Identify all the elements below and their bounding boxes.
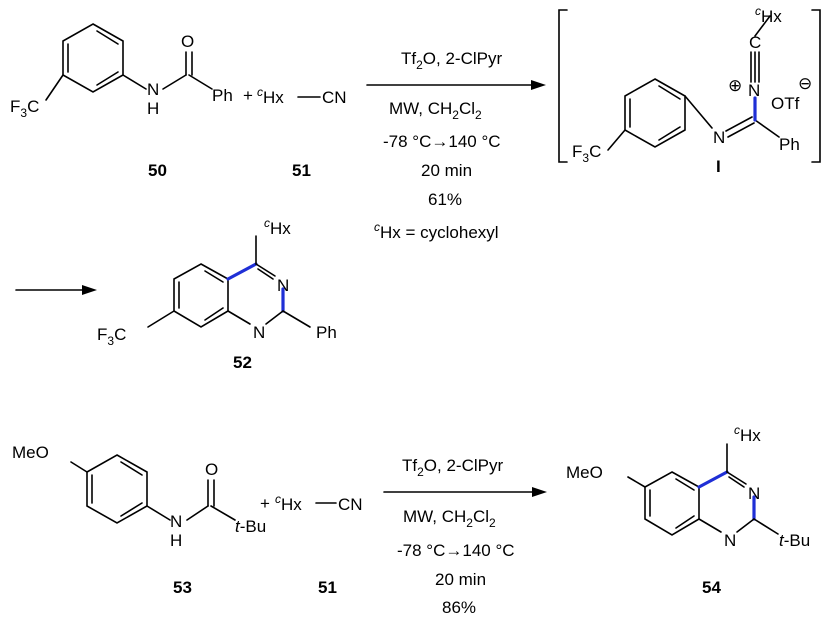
compound-52-structure	[147, 235, 311, 328]
condition-yield-1: 61%	[428, 190, 462, 209]
reaction-arrow-1	[366, 80, 546, 90]
cyclohexyl-label-intermediate: cHx	[755, 4, 782, 26]
amide-n-label-53: N	[170, 512, 182, 531]
condition-time-2: 20 min	[435, 570, 486, 589]
intermediate-brackets	[558, 9, 821, 163]
pyrimidine-n3-label-52: N	[277, 276, 289, 295]
positive-charge-symbol: ⊕	[728, 76, 742, 95]
compound-label-53: 53	[173, 578, 192, 597]
tert-butyl-label-54: t-Bu	[779, 531, 810, 550]
plus-sign-1: +	[243, 86, 253, 105]
imine-n-label-intermediate: N	[713, 128, 725, 147]
methoxy-label-54: MeO	[566, 463, 603, 482]
cyclohexyl-nitrile-51-b: cHx	[275, 492, 302, 514]
triflate-counterion-label: OTf	[771, 94, 800, 113]
amide-n-label-50: N	[147, 80, 159, 99]
cyclohexyl-label-54: cHx	[734, 423, 761, 445]
carbonyl-o-label-53: O	[205, 460, 218, 479]
condition-temperature-1: -78 °C→140 °C	[383, 132, 501, 151]
reagent-tf2o-clpyr-2: Tf2O, 2-ClPyr	[402, 456, 503, 479]
condition-temperature-2: -78 °C→140 °C	[397, 541, 515, 560]
phenyl-label-50: Ph	[212, 86, 233, 105]
condition-time-1: 20 min	[421, 161, 472, 180]
nitrile-cn-label-51-b: CN	[338, 495, 363, 514]
cf3-label-52: F3C	[97, 325, 126, 348]
intermediate-i-structure	[607, 15, 780, 151]
nitrile-cn-label-51: CN	[322, 88, 347, 107]
pyrimidine-n1-label-54: N	[724, 531, 736, 550]
condition-mw-solvent-2: MW, CH2Cl2	[403, 507, 496, 530]
pyrimidine-n3-label-54: N	[748, 484, 760, 503]
condition-yield-2: 86%	[442, 598, 476, 617]
cf3-label-50: F3C	[10, 97, 39, 120]
compound-label-52: 52	[233, 353, 252, 372]
compound-50-structure	[45, 23, 213, 101]
reagent-tf2o-clpyr-1: Tf2O, 2-ClPyr	[401, 49, 502, 72]
nitrilium-c-label: C	[749, 33, 761, 52]
plus-sign-2: +	[260, 494, 270, 513]
negative-charge-symbol: ⊖	[798, 74, 812, 93]
condition-mw-solvent-1: MW, CH2Cl2	[389, 99, 482, 122]
pyrimidine-n1-label-52: N	[253, 323, 265, 342]
reaction-arrow-2	[15, 285, 97, 295]
compound-label-51-b: 51	[318, 578, 337, 597]
compound-54-structure	[627, 443, 779, 536]
compound-label-50: 50	[148, 161, 167, 180]
cyclohexyl-definition: cHx = cyclohexyl	[374, 220, 499, 242]
compound-53-structure	[70, 454, 236, 524]
reaction-arrow-3	[383, 487, 547, 497]
cf3-label-intermediate: F3C	[572, 142, 601, 165]
compound-label-51-a: 51	[292, 161, 311, 180]
cyclohexyl-label-52: cHx	[264, 216, 291, 238]
tert-butyl-label-53: t-Bu	[235, 517, 266, 536]
nitrilium-n-label: N	[748, 81, 760, 100]
intermediate-label-i: I	[716, 157, 721, 176]
cyclohexyl-nitrile-51: cHx	[257, 85, 284, 107]
amide-h-label-53: H	[170, 531, 182, 550]
compound-label-54: 54	[702, 578, 721, 597]
amide-h-label-50: H	[147, 99, 159, 118]
carbonyl-o-label-50: O	[181, 32, 194, 51]
phenyl-label-intermediate: Ph	[779, 135, 800, 154]
phenyl-label-52: Ph	[316, 323, 337, 342]
methoxy-label-53: MeO	[12, 443, 49, 462]
